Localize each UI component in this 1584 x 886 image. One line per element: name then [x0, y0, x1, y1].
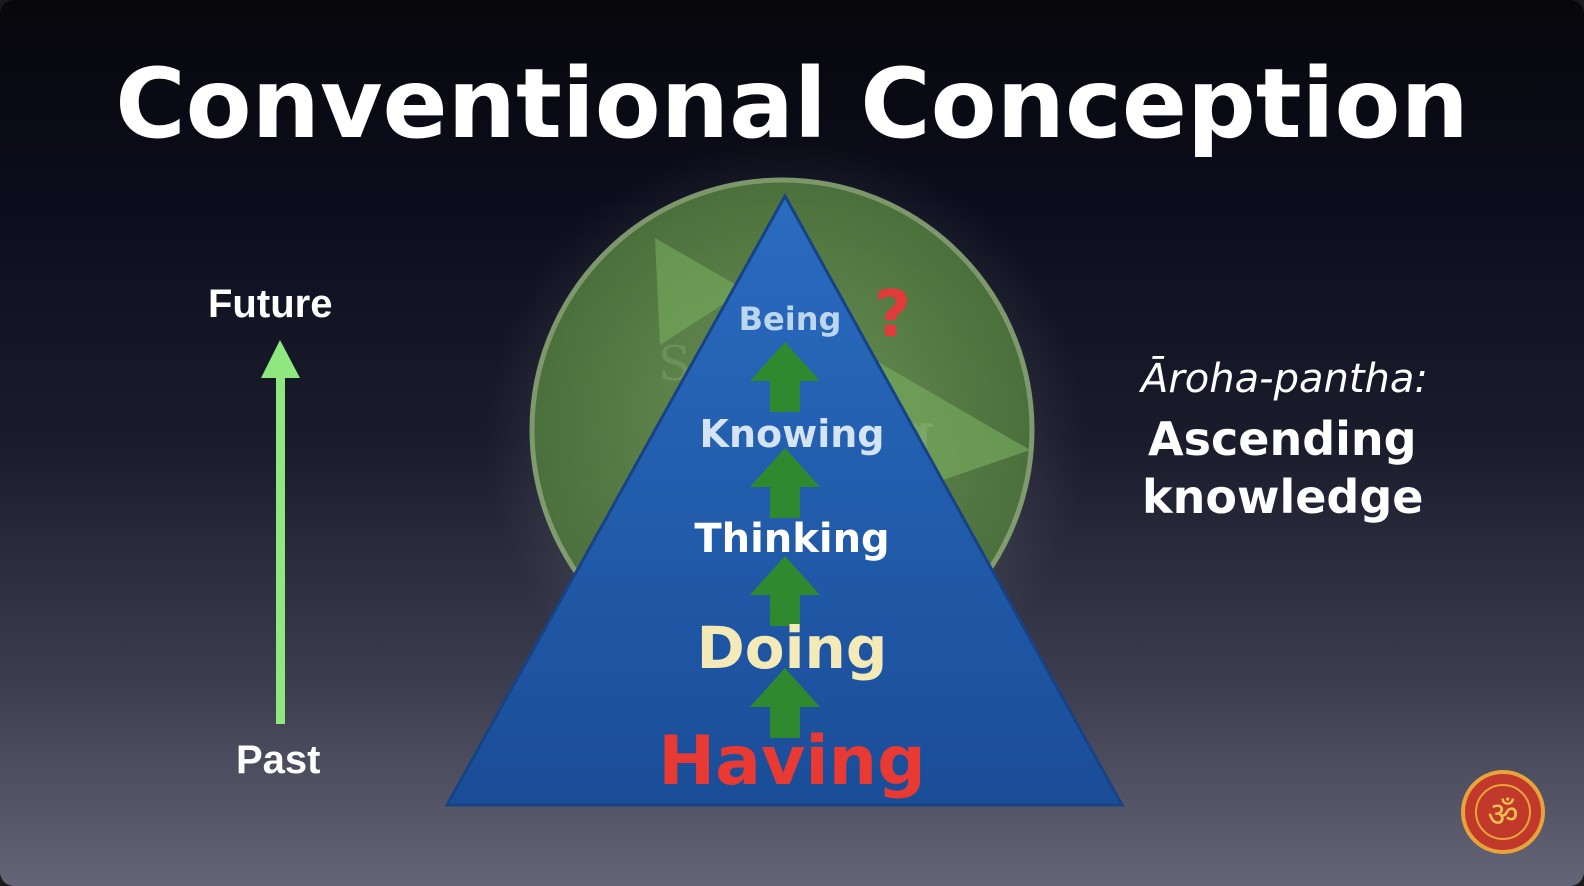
pyramid-level-having: Having [658, 722, 926, 801]
om-seal-icon: ॐ [1461, 770, 1545, 854]
pyramid-level-doing: Doing [696, 614, 888, 682]
up-arrow-icon [750, 448, 820, 518]
side-text-aroha-pantha: Āroha-pantha: [1141, 356, 1428, 402]
timeline-arrow-icon [261, 340, 300, 724]
pyramid-level-knowing: Knowing [699, 412, 885, 456]
pyramid-level-being: Being [738, 300, 842, 338]
side-text-knowledge: knowledge [1142, 470, 1424, 524]
up-arrow-icon [750, 668, 820, 738]
slide-title: Conventional Conception [115, 48, 1469, 160]
svg-text:ॐ: ॐ [1487, 795, 1518, 835]
side-text-ascending: Ascending [1148, 412, 1417, 466]
up-arrow-icon [750, 556, 820, 626]
question-mark: ? [874, 278, 912, 352]
pyramid-level-thinking: Thinking [694, 516, 890, 562]
up-arrow-icon [750, 342, 820, 412]
timeline-label-past: Past [236, 738, 321, 782]
timeline-label-future: Future [208, 282, 333, 326]
